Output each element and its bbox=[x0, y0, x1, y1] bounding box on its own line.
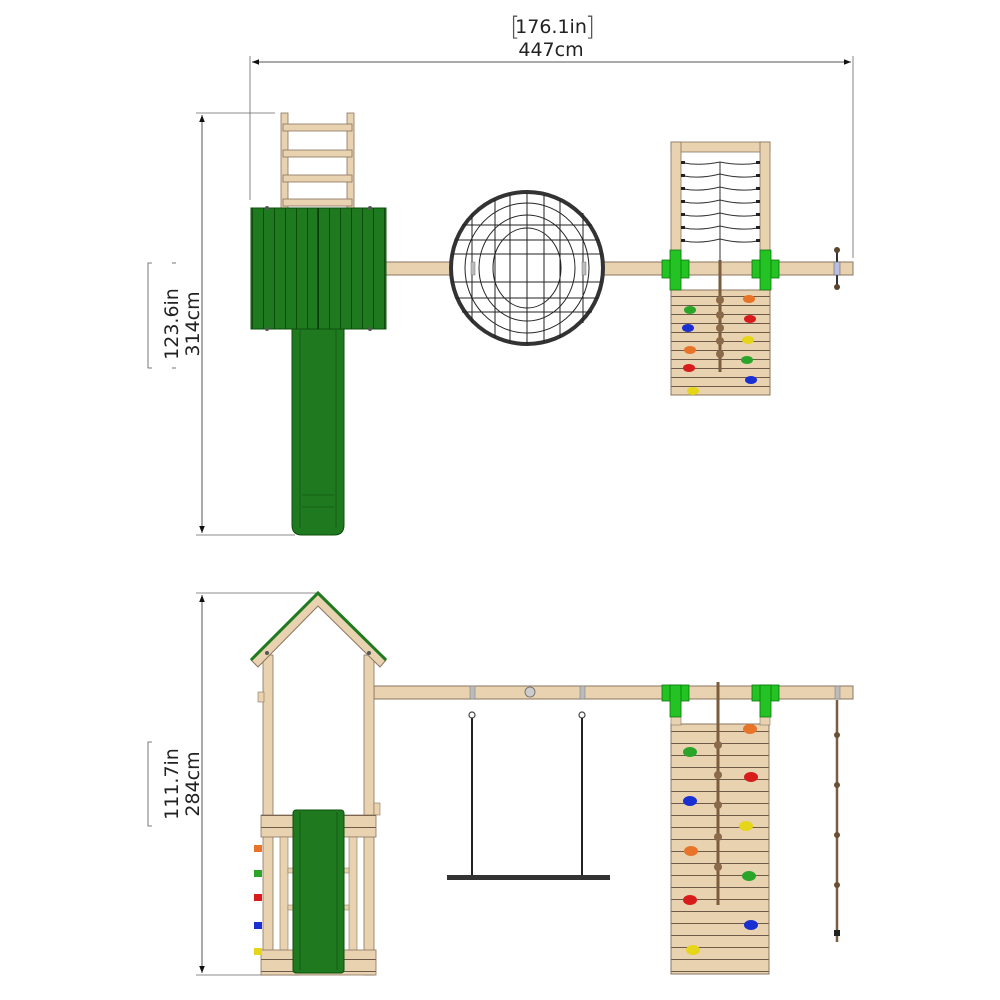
side-view bbox=[249, 590, 854, 976]
height-metric-label: 284cm bbox=[182, 751, 204, 816]
top-ladder bbox=[280, 112, 355, 210]
top-slide bbox=[291, 324, 345, 536]
depth-imperial-label: 123.6in bbox=[161, 288, 183, 360]
dimension-overall-width: 176.1in [ ] 447cm bbox=[249, 12, 854, 258]
width-imperial-label: 176.1in bbox=[515, 16, 587, 38]
top-brackets bbox=[661, 249, 780, 291]
top-rope-ring bbox=[833, 247, 841, 290]
side-platform-swing bbox=[447, 685, 610, 880]
side-brackets bbox=[661, 684, 780, 718]
top-climbing-holds bbox=[682, 295, 757, 395]
side-climbing-holds bbox=[254, 845, 262, 955]
side-hanging-rope bbox=[834, 685, 841, 942]
width-metric-label: 447cm bbox=[518, 39, 583, 61]
side-climbing-wall bbox=[670, 682, 771, 975]
height-imperial-label: 111.7in bbox=[161, 748, 183, 820]
side-tower-roof bbox=[249, 590, 388, 668]
dimension-top-depth: 123.6in 314cm bbox=[147, 112, 295, 536]
depth-metric-label: 314cm bbox=[182, 291, 204, 356]
top-nest-swing bbox=[449, 190, 605, 346]
top-climbing-wall bbox=[670, 260, 771, 396]
top-tower-roof bbox=[250, 206, 387, 331]
side-swing-beam bbox=[373, 685, 854, 700]
bracket-left: [ bbox=[510, 12, 520, 42]
top-view bbox=[250, 112, 854, 536]
side-wall-holds bbox=[683, 724, 758, 955]
bracket-right: ] bbox=[585, 12, 595, 42]
side-slide bbox=[292, 809, 345, 974]
top-cargo-net bbox=[670, 141, 771, 278]
dimension-side-height: 111.7in 284cm bbox=[147, 592, 318, 976]
